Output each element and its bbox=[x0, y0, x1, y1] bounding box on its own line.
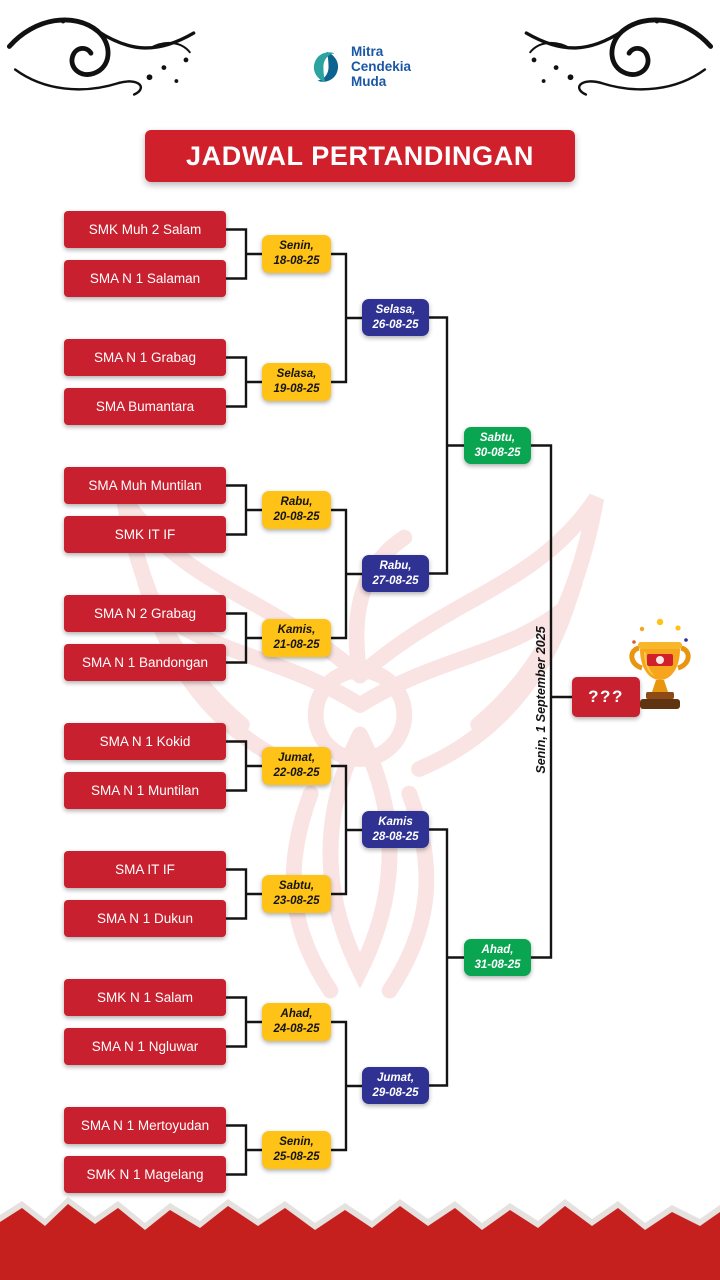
team-box: SMA Muh Muntilan bbox=[64, 467, 226, 504]
match-day: Ahad, bbox=[481, 943, 514, 956]
team-box: SMK IT IF bbox=[64, 516, 226, 553]
logo-icon bbox=[313, 51, 339, 82]
team-box: SMA N 1 Salaman bbox=[64, 260, 226, 297]
match-day: Ahad, bbox=[280, 1008, 313, 1021]
match-date: 30-08-25 bbox=[474, 446, 521, 459]
team-box: SMA N 1 Grabag bbox=[64, 339, 226, 376]
match-date: 23-08-25 bbox=[273, 895, 320, 907]
logo: Mitra Cendekia Muda bbox=[309, 44, 411, 89]
round1-date-box: Kamis, 21-08-25 bbox=[262, 619, 331, 657]
match-date: 18-08-25 bbox=[273, 255, 320, 267]
match-day: Senin, bbox=[279, 240, 314, 253]
match-day: Jumat, bbox=[376, 1071, 415, 1084]
logo-text: Mitra Cendekia Muda bbox=[351, 44, 411, 89]
match-day: Sabtu, bbox=[278, 880, 315, 893]
match-day: Rabu, bbox=[280, 496, 313, 509]
round2-date-box: Jumat, 29-08-25 bbox=[362, 1067, 429, 1104]
team-box: SMA N 1 Dukun bbox=[64, 900, 226, 937]
match-day: Jumat, bbox=[277, 752, 316, 765]
semifinal-date-box: Ahad, 31-08-25 bbox=[464, 939, 531, 976]
logo-line: Cendekia bbox=[350, 59, 412, 75]
match-date: 20-08-25 bbox=[273, 511, 320, 523]
semifinal-date-box: Sabtu, 30-08-25 bbox=[464, 427, 531, 464]
match-date: 24-08-25 bbox=[273, 1023, 320, 1035]
match-date: 26-08-25 bbox=[372, 318, 419, 331]
round1-date-box: Rabu, 20-08-25 bbox=[262, 491, 331, 529]
flourish-left-icon bbox=[6, 17, 196, 96]
final-winner-box: ??? bbox=[572, 677, 640, 717]
round2-date-box: Rabu, 27-08-25 bbox=[362, 555, 429, 592]
page-title: JADWAL PERTANDINGAN bbox=[145, 130, 575, 182]
team-box: SMA IT IF bbox=[64, 851, 226, 888]
match-day: Selasa, bbox=[375, 303, 416, 316]
round1-date-box: Jumat, 22-08-25 bbox=[262, 747, 331, 785]
round1-date-box: Ahad, 24-08-25 bbox=[262, 1003, 331, 1041]
round1-date-box: Senin, 25-08-25 bbox=[262, 1131, 331, 1169]
round2-date-box: Kamis 28-08-25 bbox=[362, 811, 429, 848]
team-box: SMA N 1 Ngluwar bbox=[64, 1028, 226, 1065]
torn-paper-edge bbox=[0, 1197, 720, 1280]
match-date: 28-08-25 bbox=[372, 830, 419, 843]
match-day: Senin, bbox=[279, 1136, 314, 1149]
match-day: Rabu, bbox=[379, 559, 412, 572]
round1-date-box: Sabtu, 23-08-25 bbox=[262, 875, 331, 913]
final-date-vertical: Senin, 1 September 2025 bbox=[534, 626, 548, 774]
logo-line: Mitra bbox=[350, 44, 384, 59]
match-date: 27-08-25 bbox=[372, 574, 419, 587]
logo-line: Muda bbox=[350, 74, 387, 90]
team-box: SMK Muh 2 Salam bbox=[64, 211, 226, 248]
round1-date-box: Senin, 18-08-25 bbox=[262, 235, 331, 273]
match-date: 19-08-25 bbox=[273, 383, 320, 395]
team-box: SMA N 2 Grabag bbox=[64, 595, 226, 632]
match-day: Kamis, bbox=[277, 624, 316, 637]
flourish-right-icon bbox=[524, 17, 714, 96]
round2-date-box: Selasa, 26-08-25 bbox=[362, 299, 429, 336]
match-date: 25-08-25 bbox=[273, 1151, 320, 1163]
match-date: 29-08-25 bbox=[372, 1086, 419, 1099]
team-box: SMK N 1 Salam bbox=[64, 979, 226, 1016]
round1-date-box: Selasa, 19-08-25 bbox=[262, 363, 331, 401]
match-date: 22-08-25 bbox=[273, 767, 320, 779]
team-box: SMK N 1 Magelang bbox=[64, 1156, 226, 1193]
match-day: Kamis bbox=[378, 815, 413, 828]
team-box: SMA N 1 Muntilan bbox=[64, 772, 226, 809]
match-date: 31-08-25 bbox=[474, 958, 521, 971]
match-date: 21-08-25 bbox=[273, 639, 320, 651]
team-box: SMA N 1 Bandongan bbox=[64, 644, 226, 681]
match-day: Selasa, bbox=[276, 368, 317, 381]
match-day: Sabtu, bbox=[479, 431, 516, 444]
team-box: SMA Bumantara bbox=[64, 388, 226, 425]
trophy-icon bbox=[629, 618, 691, 709]
team-box: SMA N 1 Mertoyudan bbox=[64, 1107, 226, 1144]
team-box: SMA N 1 Kokid bbox=[64, 723, 226, 760]
